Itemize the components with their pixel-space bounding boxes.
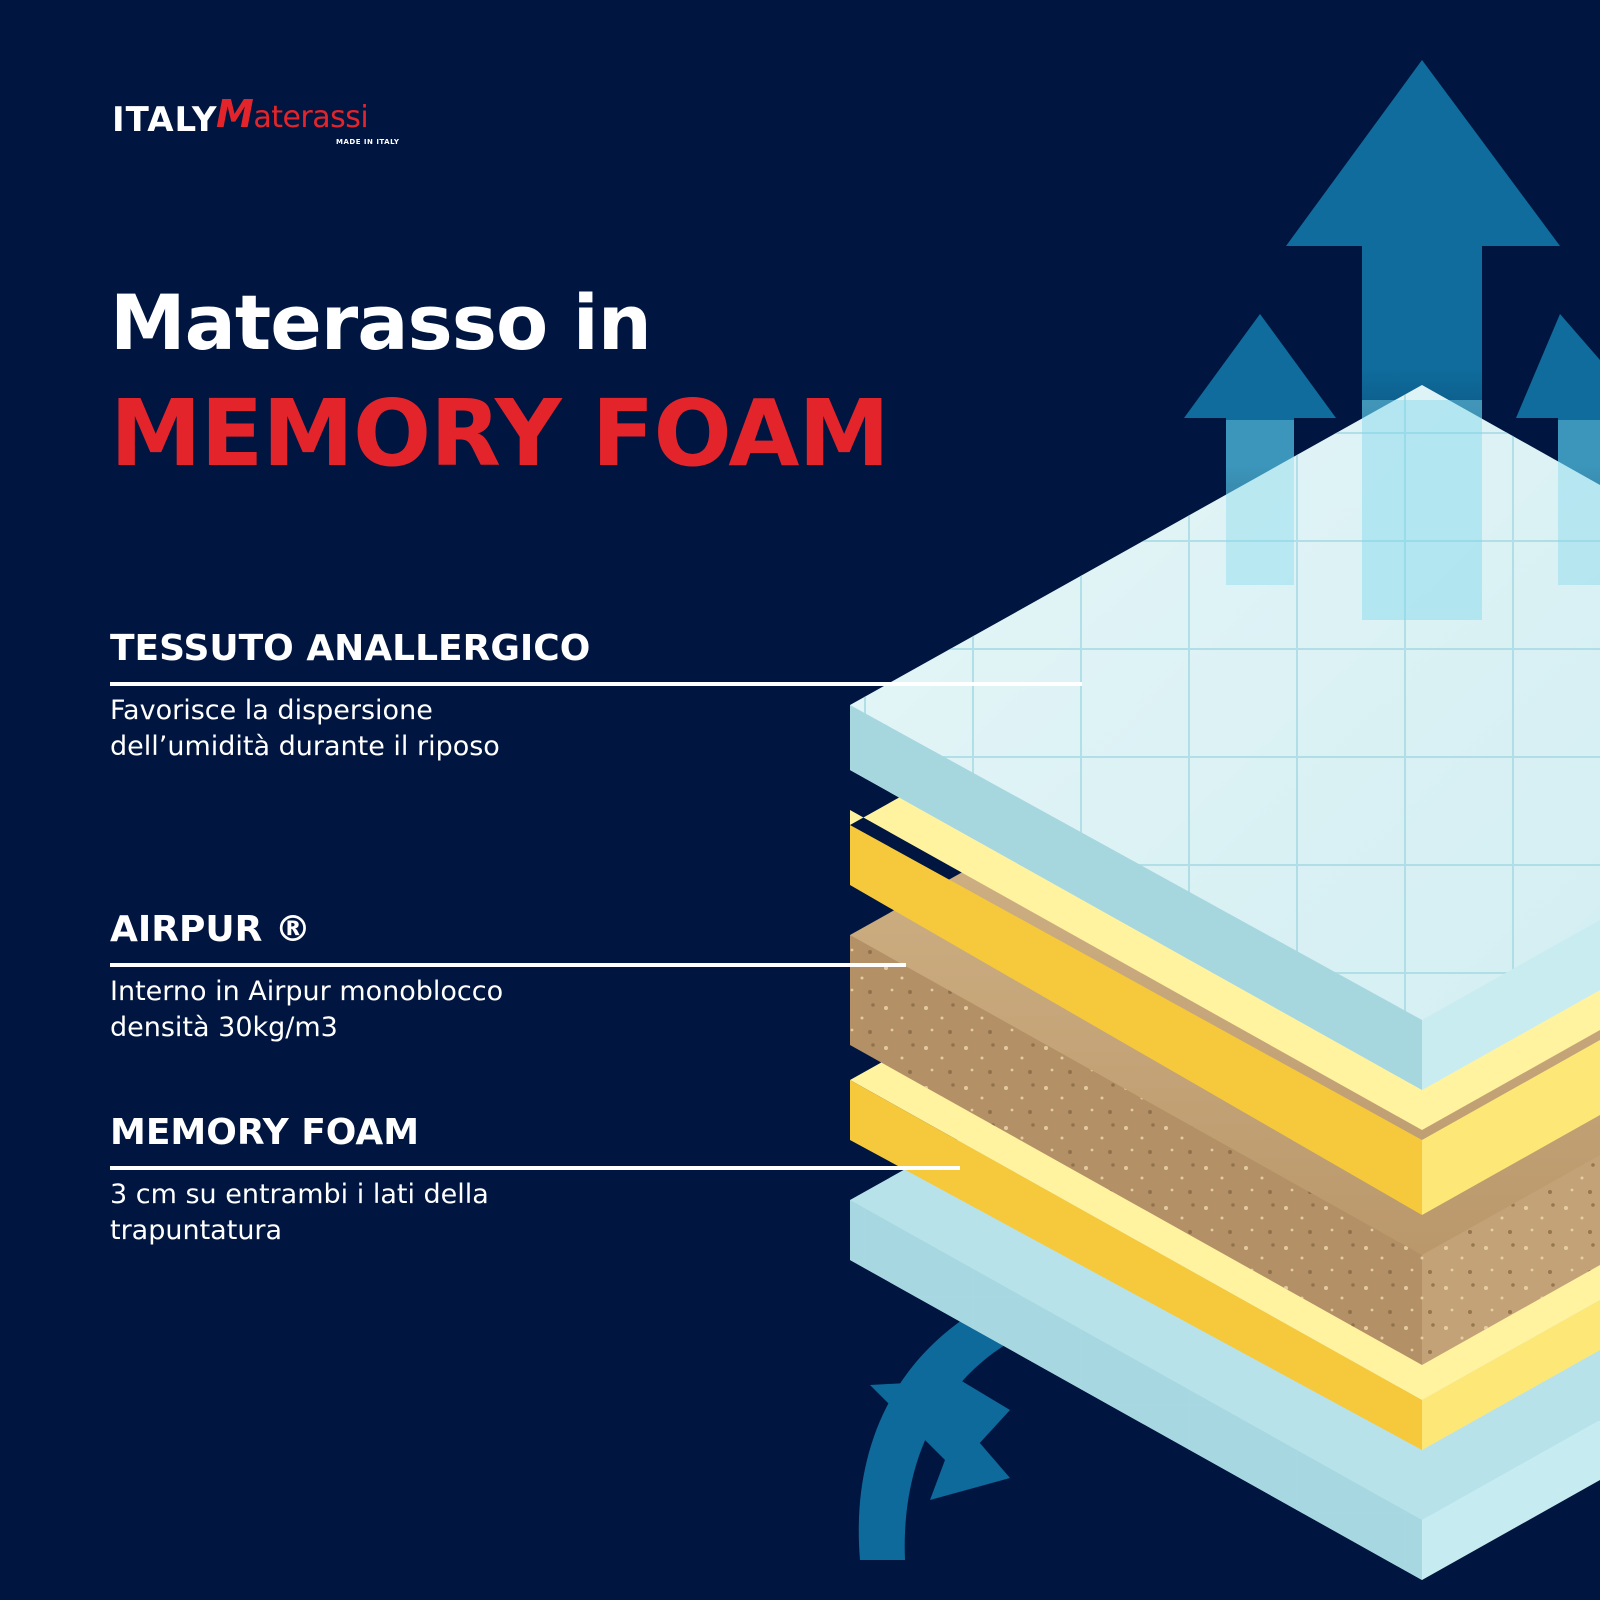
logo-m-letter: M: [216, 92, 254, 136]
feature-desc-tessuto: Favorisce la dispersione dell’umidità du…: [110, 693, 500, 765]
airflow-curved-arrow-icon: [858, 1280, 1060, 1560]
feature-desc-line: trapuntatura: [110, 1215, 283, 1246]
headline-line-1: Materasso in: [110, 278, 652, 367]
logo-italy-text: ITALY: [112, 100, 218, 140]
feature-desc-line: 3 cm su entrambi i lati della: [110, 1179, 489, 1210]
feature-desc-line: Interno in Airpur monoblocco: [110, 976, 504, 1007]
feature-divider-airpur: [110, 963, 906, 967]
feature-desc-line: Favorisce la dispersione: [110, 695, 433, 726]
feature-desc-line: dell’umidità durante il riposo: [110, 731, 500, 762]
feature-desc-memory-foam: 3 cm su entrambi i lati della trapuntatu…: [110, 1177, 489, 1249]
feature-title-airpur: AIRPUR ®: [110, 909, 311, 950]
feature-desc-airpur: Interno in Airpur monoblocco densità 30k…: [110, 974, 503, 1046]
feature-divider-tessuto: [110, 682, 1082, 686]
logo-tagline: MADE IN ITALY: [336, 138, 400, 146]
feature-title-memory-foam: MEMORY FOAM: [110, 1112, 420, 1153]
feature-title-tessuto: TESSUTO ANALLERGICO: [110, 628, 591, 669]
logo-materassi-text: Materassi: [216, 92, 369, 136]
logo-aterassi-text: aterassi: [253, 100, 369, 135]
feature-divider-memory-foam: [110, 1166, 960, 1170]
headline-line-2: MEMORY FOAM: [110, 380, 890, 487]
brand-logo: ITALY Materassi MADE IN ITALY: [112, 80, 412, 150]
feature-desc-line: densità 30kg/m3: [110, 1012, 338, 1043]
top-fabric-layer: [850, 385, 1600, 1090]
